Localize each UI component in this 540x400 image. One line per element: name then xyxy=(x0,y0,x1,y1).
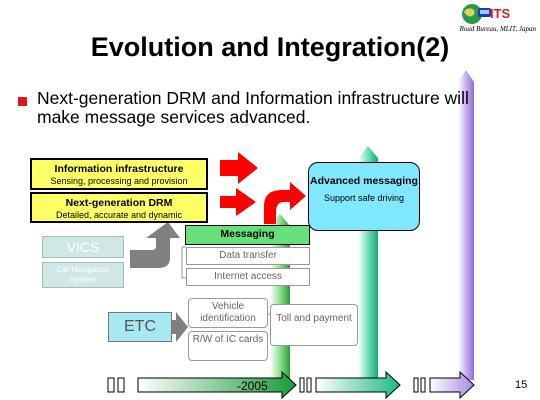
etc-box: ETC xyxy=(108,312,172,342)
advanced-messaging-title: Advanced messaging xyxy=(310,175,418,187)
rw-ic-cards-box: R/W of IC cards xyxy=(188,331,268,361)
advanced-messaging-subtitle: Support safe driving xyxy=(323,193,405,203)
vics-box: VICS xyxy=(42,236,124,258)
next-gen-drm-title: Next-generation DRM xyxy=(65,197,173,209)
car-navigation-box: Car Navigation System xyxy=(42,262,124,288)
bracket-data xyxy=(181,246,186,279)
advanced-messaging-box: Advanced messaging Support safe driving xyxy=(308,162,420,231)
info-infrastructure-subtitle: Sensing, processing and provision xyxy=(50,176,188,186)
red-curve-arrow xyxy=(264,182,306,224)
info-infrastructure-title: Information infrastructure xyxy=(54,163,184,175)
vehicle-identification-box: Vehicle identification xyxy=(188,298,268,328)
timeline-arrow-1 xyxy=(137,370,297,400)
timeline-arrow-3 xyxy=(429,370,475,400)
page-number: 15 xyxy=(515,379,528,391)
info-infrastructure-box: Information infrastructure Sensing, proc… xyxy=(30,158,208,190)
red-arrow-lower xyxy=(220,188,256,216)
its-logo-icon xyxy=(462,4,491,24)
internet-access-box: Internet access xyxy=(186,268,310,286)
data-transfer-box: Data transfer xyxy=(186,247,310,265)
bullet-marker xyxy=(18,97,27,106)
next-gen-drm-box: Next-generation DRM Detailed, accurate a… xyxy=(30,192,208,223)
red-arrow-upper xyxy=(220,152,258,184)
timeline xyxy=(107,370,475,400)
grey-curve-arrow xyxy=(130,222,180,268)
grey-arrow-etc xyxy=(172,312,188,342)
bullet-text: Next-generation DRM and Information infr… xyxy=(37,88,469,127)
timeline-arrow-2 xyxy=(315,370,401,400)
next-gen-drm-subtitle: Detailed, accurate and dynamic xyxy=(55,210,183,220)
its-logo-text: ITS xyxy=(490,6,511,21)
messaging-box: Messaging xyxy=(185,225,310,245)
toll-payment-box: Toll and payment xyxy=(270,304,358,346)
purple-band xyxy=(458,70,474,380)
organization-label: Road Bureau, MLIT, Japan xyxy=(459,25,536,33)
timeline-label: -2005 xyxy=(237,379,268,393)
slide-title: Evolution and Integration(2) xyxy=(90,32,450,62)
